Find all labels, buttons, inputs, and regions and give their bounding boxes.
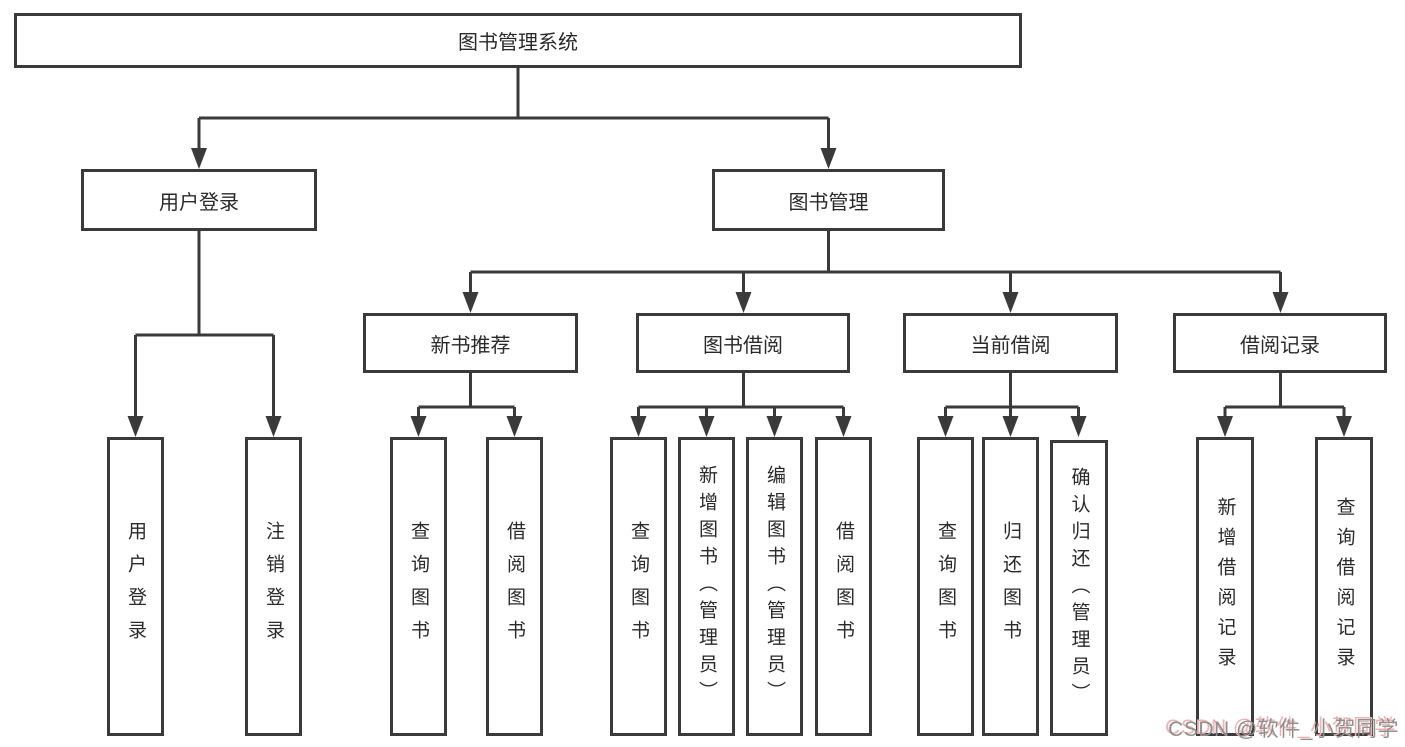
node-label: 图书管理系统 xyxy=(458,32,578,54)
node-label: 用户登录 xyxy=(159,191,239,214)
leaf-label: 查询图书 xyxy=(628,520,649,653)
node-label: 新书推荐 xyxy=(430,334,511,357)
leaf-current-confirm-return-admin: 确认归还（管理员） xyxy=(1050,440,1108,736)
leaf-label: 编辑图书（管理员） xyxy=(764,465,785,708)
node-book-borrow: 图书借阅 xyxy=(636,313,850,373)
leaf-label: 新增借阅记录 xyxy=(1214,496,1236,677)
leaf-borrow-add-book-admin: 新增图书（管理员） xyxy=(678,437,735,736)
leaf-logout: 注销登录 xyxy=(245,437,302,736)
leaf-label: 查询图书 xyxy=(408,520,429,653)
leaf-current-return-book: 归还图书 xyxy=(982,437,1039,736)
node-current-borrow: 当前借阅 xyxy=(903,313,1118,373)
node-label: 当前借阅 xyxy=(970,334,1051,357)
leaf-label: 借阅图书 xyxy=(833,520,854,653)
node-label: 借阅记录 xyxy=(1240,334,1320,357)
leaf-label: 用户登录 xyxy=(125,520,146,653)
leaf-user-login: 用户登录 xyxy=(107,437,164,736)
leaf-records-query-record: 查询借阅记录 xyxy=(1315,437,1373,736)
leaf-borrow-query-book: 查询图书 xyxy=(610,437,667,736)
node-borrow-records: 借阅记录 xyxy=(1173,313,1387,373)
arrowheads xyxy=(127,148,1352,437)
leaf-label: 注销登录 xyxy=(263,520,284,653)
leaf-records-add-record: 新增借阅记录 xyxy=(1196,437,1254,736)
leaf-current-query-book: 查询图书 xyxy=(917,437,974,736)
node-user-login: 用户登录 xyxy=(81,169,317,231)
node-label: 图书管理 xyxy=(788,191,869,214)
node-root-library-system: 图书管理系统 xyxy=(14,13,1022,68)
leaf-borrow-borrow-book: 借阅图书 xyxy=(815,437,872,736)
node-label: 图书借阅 xyxy=(703,334,783,357)
leaf-label: 借阅图书 xyxy=(504,520,525,653)
leaf-recommend-borrow-book: 借阅图书 xyxy=(486,437,543,736)
leaf-label: 新增图书（管理员） xyxy=(696,465,717,708)
leaf-label: 查询借阅记录 xyxy=(1333,496,1355,677)
leaf-label: 归还图书 xyxy=(1000,520,1021,653)
leaf-recommend-query-book: 查询图书 xyxy=(390,437,447,736)
leaf-label: 查询图书 xyxy=(935,520,956,653)
leaf-label: 确认归还（管理员） xyxy=(1068,466,1090,710)
csdn-watermark: CSDN @软件_小贺同学 xyxy=(1168,718,1399,741)
node-new-book-recommend: 新书推荐 xyxy=(363,313,578,373)
node-book-management: 图书管理 xyxy=(712,169,945,231)
connector-path xyxy=(134,68,1346,419)
leaf-borrow-edit-book-admin: 编辑图书（管理员） xyxy=(746,437,803,736)
